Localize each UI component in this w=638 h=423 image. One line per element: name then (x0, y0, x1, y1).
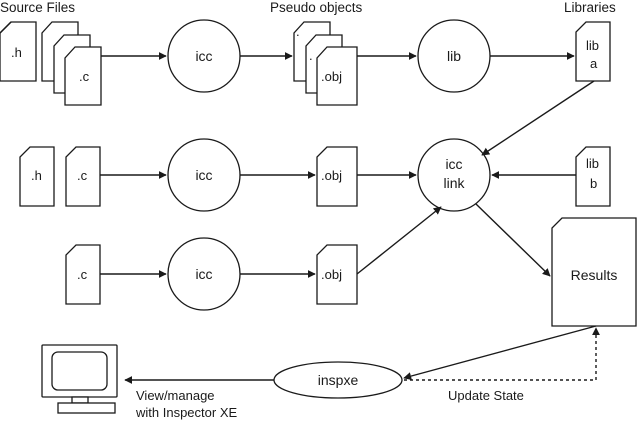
edge-results-to-inspxe (403, 325, 597, 380)
library-a-line2: a (590, 56, 598, 71)
icc-compiler-row3: icc (167, 237, 241, 311)
icc-row2-label: icc (195, 167, 212, 183)
library-b-file: lib b (575, 146, 611, 207)
inspxe-label: inspxe (318, 372, 359, 388)
obj-stack-row1: . . .obj (293, 21, 358, 106)
icc-row1-label: icc (195, 48, 212, 64)
obj-row3: .obj (316, 244, 358, 305)
icc-link-line2: link (443, 175, 465, 191)
header-pseudo-objects: Pseudo objects (270, 0, 363, 15)
icc-row3-label: icc (195, 266, 212, 282)
file-h-row1: .h (0, 21, 37, 82)
icc-compiler-row2: icc (167, 138, 241, 212)
library-b-line2: b (590, 176, 597, 191)
inspxe-ellipse: inspxe (273, 361, 403, 399)
lib-tool-label: lib (447, 48, 461, 64)
library-a-line1: lib (586, 38, 599, 53)
library-b-line1: lib (586, 156, 599, 171)
file-c-row3: .c (65, 244, 101, 305)
edge-liba-to-link (481, 80, 595, 156)
update-state-label: Update State (448, 388, 524, 403)
library-a-file: lib a (575, 21, 611, 82)
obj-row2: .obj (316, 146, 358, 207)
edge-link-to-results (475, 203, 551, 277)
view-manage-line1: View/manage (136, 388, 215, 403)
file-c-row2-label: .c (77, 168, 88, 183)
results-label: Results (571, 267, 618, 283)
monitor-icon (41, 344, 118, 414)
icc-compiler-row1: icc (167, 19, 241, 93)
obj-row1-dot2: . (309, 48, 313, 63)
file-c-row2: .c (65, 146, 101, 207)
file-c-stack-row1: .c (41, 21, 102, 106)
edge-obj-to-link-row3 (356, 206, 442, 275)
view-manage-line2: with Inspector XE (135, 405, 237, 420)
icc-link-line1: icc (445, 156, 462, 172)
obj-row3-label: .obj (321, 267, 342, 282)
lib-tool-circle: lib (417, 19, 491, 93)
results-document: Results (551, 217, 637, 327)
obj-row1-label: .obj (321, 69, 342, 84)
file-h-row2: .h (19, 146, 55, 207)
obj-row2-label: .obj (321, 168, 342, 183)
icc-link-circle: icc link (417, 138, 491, 212)
file-c-row3-label: .c (77, 267, 88, 282)
file-h-row1-label: .h (11, 45, 22, 60)
header-source-files: Source Files (0, 0, 75, 15)
file-c-row1-label: .c (79, 69, 90, 84)
obj-row1-dot1: . (296, 24, 300, 39)
header-libraries: Libraries (564, 0, 616, 15)
file-h-row2-label: .h (31, 168, 42, 183)
